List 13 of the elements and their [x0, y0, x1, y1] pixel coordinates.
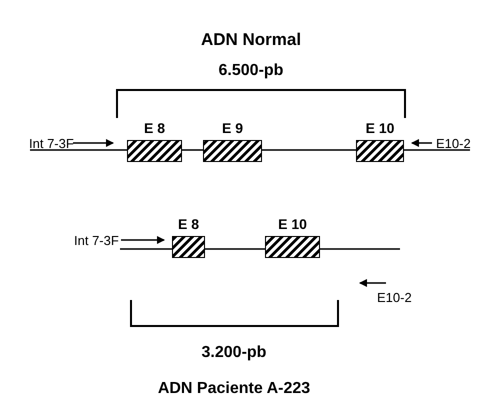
size-label: 6.500-pb	[218, 62, 284, 80]
exon-label: E 9	[220, 120, 244, 136]
exon-label: E 10	[364, 120, 396, 136]
primer-label: E10-2	[436, 136, 471, 151]
size-label: 3.200-pb	[200, 344, 268, 362]
exon-label: E 8	[176, 216, 200, 232]
heading: ADN Normal	[200, 30, 302, 50]
primer-label: Int 7-3F	[74, 233, 119, 248]
heading: ADN Paciente A-223	[156, 380, 312, 398]
exon-label: E 8	[142, 120, 166, 136]
primer-label: Int 7-3F	[29, 136, 74, 151]
exon-label: E 10	[277, 216, 308, 232]
primer-label: E10-2	[377, 290, 412, 305]
